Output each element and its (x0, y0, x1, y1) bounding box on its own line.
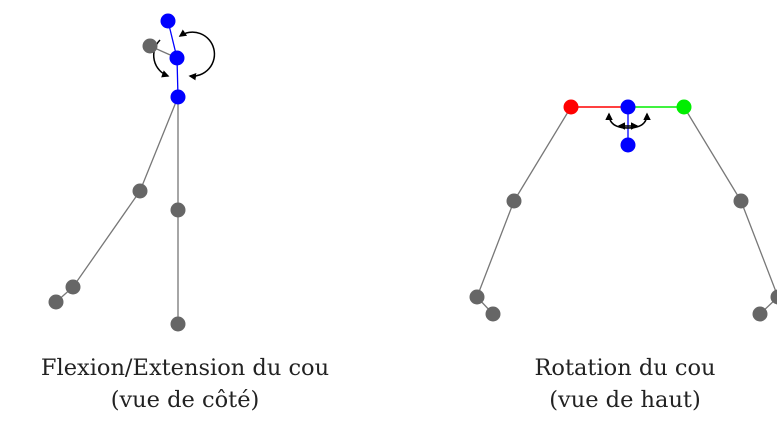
joint-elbow-grey (65, 279, 81, 295)
top-view-skeleton (469, 99, 777, 322)
side-view-title: Flexion/Extension du cou (40, 355, 330, 381)
top-view-subtitle: (vue de haut) (549, 387, 701, 413)
side-view-skeleton (48, 13, 216, 332)
bone-neck-to-upper-arm (139, 96, 179, 192)
top-view-joints (469, 99, 777, 322)
bone-left-shoulder-to-elbow (513, 106, 572, 202)
joint-right-hand-grey (752, 306, 768, 322)
joint-neck-mid-blue (169, 50, 185, 66)
bone-right-elbow-to-wrist (740, 200, 777, 297)
side-view-joints (48, 13, 186, 332)
joint-neck-base-blue-top (620, 99, 636, 115)
joint-shoulder-grey (132, 183, 148, 199)
top-view-title: Rotation du cou (534, 355, 716, 381)
flexion-extension-indicator (152, 29, 216, 81)
flexion-arc (178, 29, 216, 81)
joint-neck-base-blue (170, 89, 186, 105)
joint-head-ghost-grey (142, 38, 158, 54)
joint-hip-grey (170, 202, 186, 218)
joint-left-hand-grey (485, 306, 501, 322)
joint-knee-grey (170, 316, 186, 332)
bone-upper-arm-to-forearm (72, 190, 141, 288)
side-view-caption: Flexion/Extension du cou (vue de côté) (20, 352, 350, 416)
side-view-subtitle: (vue de côté) (110, 387, 260, 413)
joint-left-wrist-grey (469, 289, 485, 305)
joint-right-elbow-grey (733, 193, 749, 209)
joint-hand-grey (48, 294, 64, 310)
joint-left-elbow-grey (506, 193, 522, 209)
bone-right-shoulder-to-elbow (683, 106, 742, 202)
joint-right-wrist-grey (770, 289, 777, 305)
joint-right-shoulder-green (676, 99, 692, 115)
bone-left-elbow-to-wrist (476, 200, 515, 298)
joint-left-shoulder-red (563, 99, 579, 115)
joint-head-top-blue (160, 13, 176, 29)
rotation-indicator (605, 112, 651, 130)
joint-head-blue-top (620, 137, 636, 153)
top-view-caption: Rotation du cou (vue de haut) (470, 352, 777, 416)
